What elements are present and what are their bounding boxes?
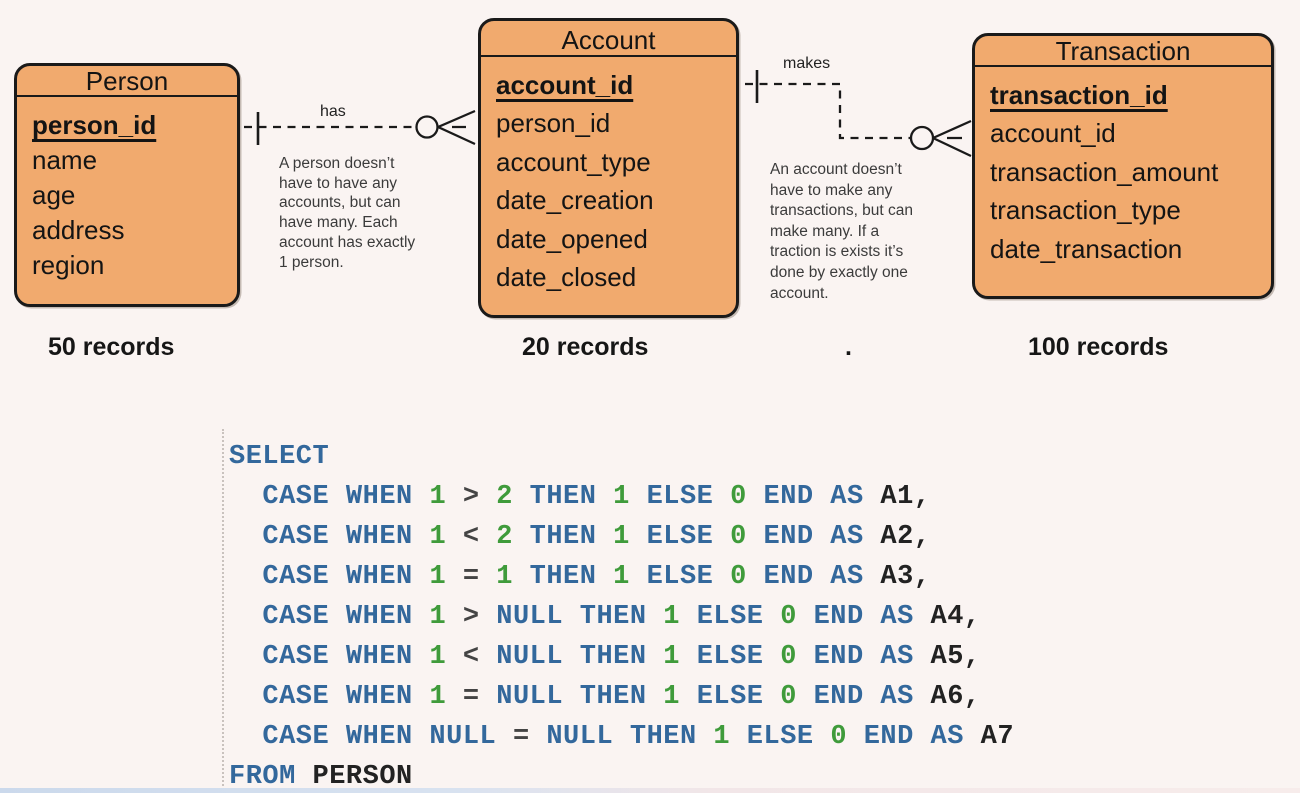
note-line: traction is exists it’s	[770, 243, 904, 261]
sql-line: CASE WHEN 1 = 1 THEN 1 ELSE 0 END AS A3,	[229, 562, 931, 592]
sql-query-block: SELECT CASE WHEN 1 > 2 THEN 1 ELSE 0 END…	[222, 429, 1014, 793]
note-line: An account doesn’t	[770, 161, 902, 178]
relationship-note-makes: An account doesn’t have to make any transa…	[770, 160, 913, 304]
sql-line: CASE WHEN 1 < NULL THEN 1 ELSE 0 END AS …	[229, 642, 981, 672]
note-line: account.	[770, 284, 829, 302]
entity-account-title: Account	[481, 21, 736, 57]
note-line: make many. If a	[770, 222, 880, 240]
note-line: have many. Each	[279, 214, 398, 232]
stray-period: .	[845, 333, 852, 361]
attribute: name	[32, 145, 98, 175]
note-line: 1 person.	[279, 253, 344, 271]
sql-line: CASE WHEN 1 > NULL THEN 1 ELSE 0 END AS …	[229, 602, 981, 632]
attribute: date_creation	[496, 185, 654, 216]
note-line: have to make any	[770, 181, 893, 199]
note-line: accounts, but can	[279, 194, 401, 212]
attribute: transaction_amount	[990, 156, 1219, 187]
makes-crow-foot	[932, 119, 972, 158]
transaction-record-count: 100 records	[1028, 333, 1169, 361]
note-line: A person doesn’t	[279, 155, 395, 172]
attribute: account_type	[496, 146, 651, 177]
primary-key-attribute: person_id	[32, 110, 157, 140]
attribute: transaction_type	[990, 195, 1181, 226]
connector-has	[244, 109, 476, 146]
attribute: person_id	[496, 108, 611, 139]
primary-key-attribute: transaction_id	[990, 80, 1168, 110]
makes-dashed-line	[745, 82, 910, 140]
entity-account-attributes: account_id person_id account_type date_crea…	[481, 57, 736, 296]
relationship-note-has: A person doesn’t have to have any accounts…	[279, 154, 415, 272]
has-zero-circle	[415, 115, 439, 139]
makes-zero-circle	[909, 125, 935, 151]
account-record-count: 20 records	[522, 333, 649, 361]
note-line: account has exactly	[279, 233, 416, 251]
attribute: age	[32, 180, 76, 210]
attribute: date_transaction	[990, 233, 1183, 264]
sql-line: CASE WHEN NULL = NULL THEN 1 ELSE 0 END …	[229, 722, 1015, 752]
note-line: have to have any	[279, 174, 398, 192]
relationship-label-has: has	[320, 103, 346, 120]
note-line: transactions, but can	[770, 202, 914, 220]
has-crow-foot	[437, 109, 476, 146]
sql-line: FROM PERSON	[229, 762, 413, 792]
sql-line: CASE WHEN 1 = NULL THEN 1 ELSE 0 END AS …	[229, 682, 981, 712]
relationship-label-makes: makes	[783, 55, 831, 72]
primary-key-attribute: account_id	[496, 70, 634, 100]
attribute: date_closed	[496, 262, 637, 293]
attribute: date_opened	[496, 223, 648, 254]
attribute: region	[32, 250, 105, 280]
note-line: done by exactly one	[770, 263, 908, 281]
connector-makes	[745, 70, 972, 158]
bottom-edge-strip	[0, 788, 1300, 793]
entity-transaction-title: Transaction	[975, 36, 1271, 67]
sql-line: SELECT	[229, 442, 330, 472]
sql-line: CASE WHEN 1 < 2 THEN 1 ELSE 0 END AS A2,	[229, 522, 931, 552]
attribute: account_id	[990, 118, 1116, 149]
entity-person-title: Person	[17, 66, 237, 97]
entity-transaction-attributes: transaction_id account_id transaction_amou…	[975, 67, 1271, 268]
sql-line: CASE WHEN 1 > 2 THEN 1 ELSE 0 END AS A1,	[229, 482, 931, 512]
attribute: address	[32, 215, 125, 245]
person-record-count: 50 records	[48, 333, 175, 361]
